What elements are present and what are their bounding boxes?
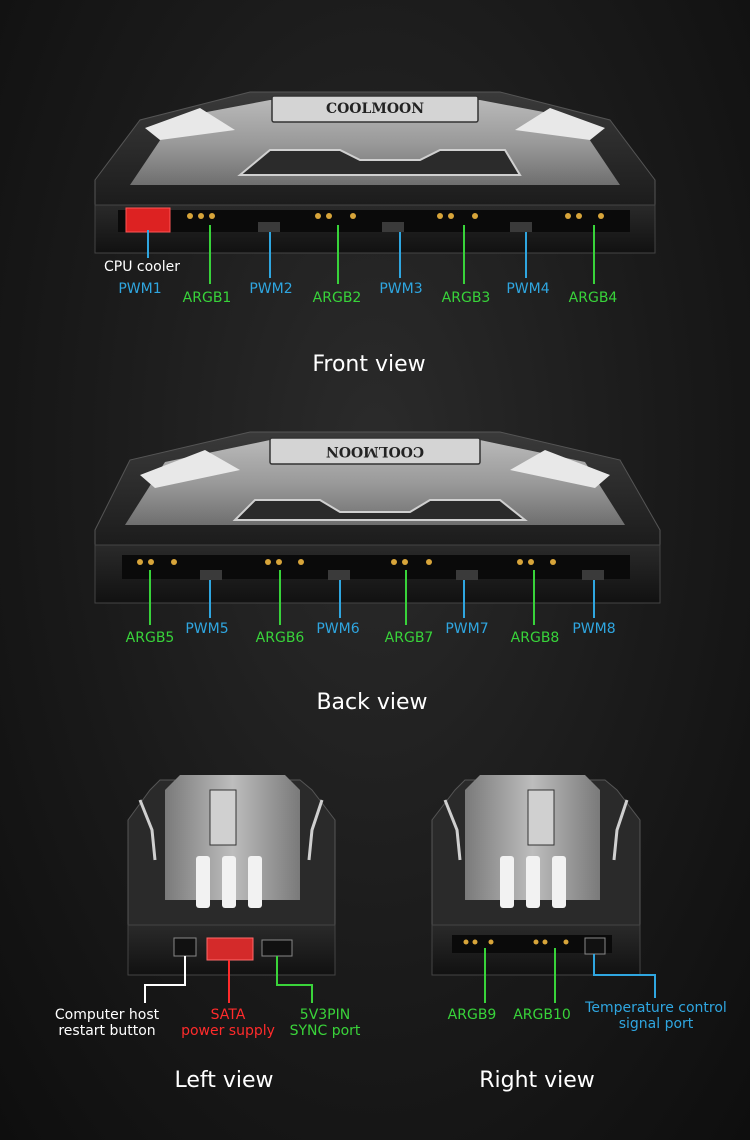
left-view-device [127, 775, 336, 976]
port-label-pwm3: PWM3 [379, 281, 423, 297]
back-view-title: Back view [316, 690, 428, 715]
sata-power-label: SATA power supply [181, 1007, 275, 1039]
port-label-argb3: ARGB3 [441, 290, 491, 306]
right-view-title: Right view [479, 1068, 595, 1093]
port-label-argb4: ARGB4 [568, 290, 618, 306]
sync-label-line2: SYNC port [289, 1023, 361, 1039]
port-label-argb10: ARGB10 [513, 1007, 571, 1023]
sync-label-line1: 5V3PIN [299, 1007, 351, 1023]
temp-label-line2: signal port [618, 1016, 694, 1032]
restart-label-line2: restart button [58, 1023, 156, 1039]
right-view-device [431, 775, 641, 976]
temp-label-line1: Temperature control [585, 1000, 727, 1016]
restart-label-line1: Computer host [54, 1007, 160, 1023]
port-label-argb8: ARGB8 [510, 630, 560, 646]
sync-port-label: 5V3PIN SYNC port [290, 1007, 361, 1039]
port-label-pwm6: PWM6 [316, 621, 360, 637]
front-view-title: Front view [312, 352, 426, 377]
sata-label-line2: power supply [181, 1023, 275, 1039]
port-label-pwm8: PWM8 [572, 621, 616, 637]
port-label-pwm4: PWM4 [506, 281, 550, 297]
port-label-pwm1: PWM1 [118, 281, 162, 297]
brand-plate-back: COOLMOON [325, 443, 425, 459]
front-view-device [94, 91, 656, 254]
port-label-argb1: ARGB1 [182, 290, 232, 306]
cpu-cooler-label: CPU cooler [103, 259, 181, 275]
back-callout-lines [149, 570, 595, 625]
temperature-port-label: Temperature control signal port [585, 1000, 727, 1032]
left-callout-lines [144, 956, 313, 1003]
port-label-pwm5: PWM5 [185, 621, 229, 637]
port-label-pwm7: PWM7 [445, 621, 489, 637]
left-view-title: Left view [174, 1068, 274, 1093]
restart-button-label: Computer host restart button [55, 1007, 159, 1039]
port-label-argb2: ARGB2 [312, 290, 362, 306]
port-label-argb6: ARGB6 [255, 630, 305, 646]
front-callout-lines [147, 225, 595, 284]
port-label-argb7: ARGB7 [384, 630, 434, 646]
back-view-device [94, 431, 661, 604]
port-label-argb9: ARGB9 [447, 1007, 497, 1023]
right-callout-lines [484, 948, 656, 1003]
sata-label-line1: SATA [210, 1007, 246, 1023]
brand-plate-front: COOLMOON [325, 101, 425, 117]
port-label-pwm2: PWM2 [249, 281, 293, 297]
port-label-argb5: ARGB5 [125, 630, 175, 646]
